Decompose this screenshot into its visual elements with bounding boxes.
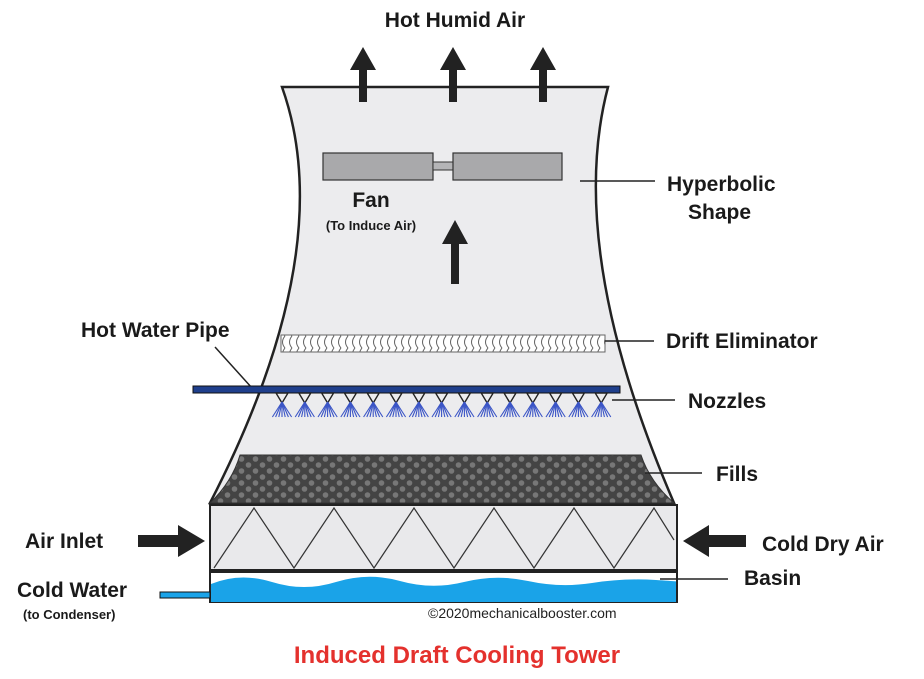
basin-label: Basin [744,567,801,590]
air-inlet-label: Air Inlet [25,530,103,553]
hot-water-pipe [192,385,621,394]
nozzle [522,392,543,418]
up-arrow-icon [440,47,466,102]
louver-zigzag [213,506,675,570]
cold-dry-air-label: Cold Dry Air [762,533,884,556]
hot-humid-air-label: Hot Humid Air [385,9,525,32]
nozzle [591,392,612,418]
fan-blade-right [452,152,563,181]
induced-air-arrow-icon [442,220,468,284]
fills-label: Fills [716,463,758,486]
nozzle [545,392,566,418]
hot-water-pipe-leader-line [214,346,253,389]
nozzle [317,392,338,418]
air-inlet-louvers [209,504,678,571]
fill-media [208,454,676,504]
nozzle [499,392,521,418]
hot-water-pipe-label: Hot Water Pipe [81,319,230,342]
nozzles-label: Nozzles [688,390,766,413]
nozzle [454,392,475,418]
nozzle [431,392,452,418]
copyright-text: ©2020mechanicalbooster.com [428,605,617,621]
nozzle [568,392,589,418]
nozzle [340,392,361,418]
fan-sub-label: (To Induce Air) [326,218,416,233]
cold-water-outlet-pipe [159,591,211,599]
fan [322,152,563,181]
shape-label: Shape [688,201,751,224]
fan-hub [432,161,454,171]
nozzle [385,392,407,418]
air-inlet-arrow-icon [138,525,205,557]
cold-dry-air-arrow-icon [683,525,746,557]
nozzle [477,392,498,418]
nozzle [363,392,384,418]
nozzle [271,392,293,418]
nozzle-row [271,392,612,418]
drift-eliminator [280,334,606,353]
drift-eliminator-label: Drift Eliminator [666,330,818,353]
nozzle [294,392,315,418]
hot-humid-air-arrows [350,47,556,102]
fan-blade-left [322,152,434,181]
basin-water [211,576,676,602]
cold-water-label: Cold Water [17,579,127,602]
up-arrow-icon [530,47,556,102]
cold-water-sub-label: (to Condenser) [23,607,115,622]
tower-shell [207,85,676,505]
up-arrow-icon [350,47,376,102]
fan-label: Fan [352,189,389,212]
nozzle [408,392,429,418]
diagram-title: Induced Draft Cooling Tower [294,642,620,669]
hyperbolic-label: Hyperbolic [667,173,776,196]
